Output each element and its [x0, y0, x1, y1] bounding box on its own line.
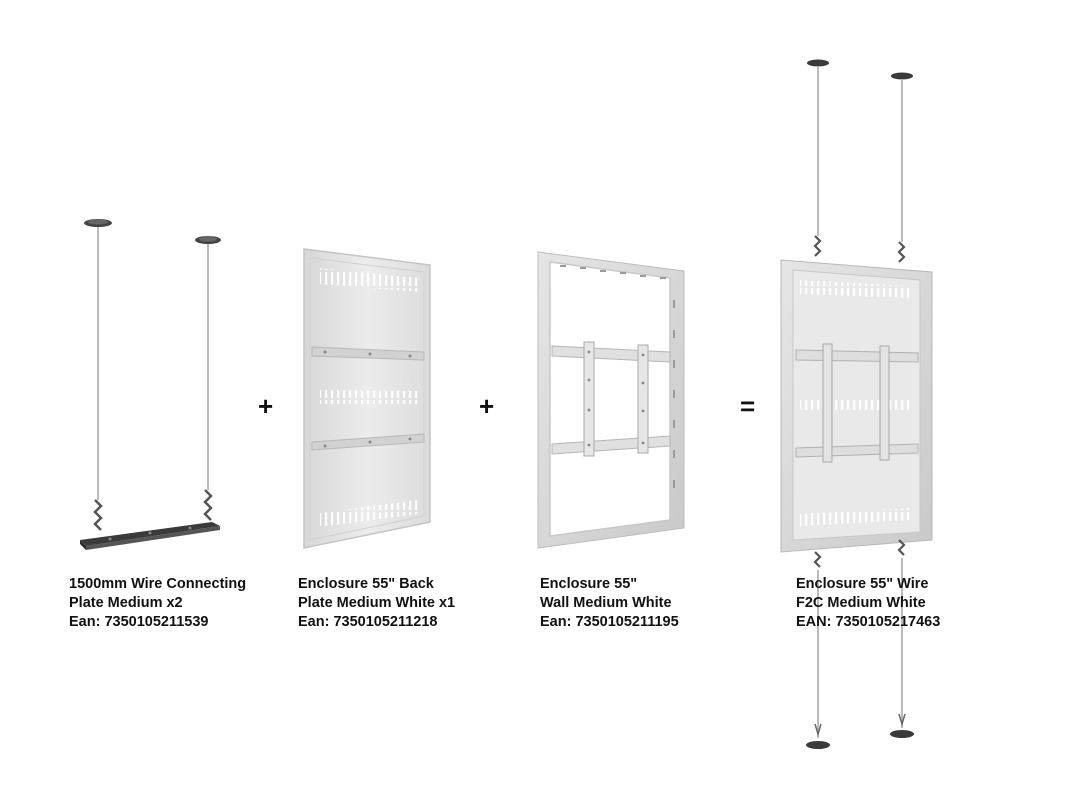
product-ean: Ean: 7350105211218 [298, 614, 438, 630]
wire-connecting-plate-icon [80, 219, 221, 550]
product-name-line1: Enclosure 55" Back [298, 576, 434, 592]
product-caption-f2c: Enclosure 55" Wire F2C Medium White EAN:… [796, 575, 940, 632]
product-name-line1: 1500mm Wire Connecting [69, 576, 247, 592]
plus-operator-2: + [479, 391, 495, 421]
product-ean: EAN: 7350105217463 [796, 614, 941, 630]
product-name-line1: Enclosure 55" Wire [796, 576, 929, 592]
product-ean: Ean: 7350105211539 [69, 614, 209, 630]
back-plate-icon [303, 248, 431, 549]
product-caption-wire-plate: 1500mm Wire Connecting Plate Medium x2 E… [69, 575, 246, 632]
equals-operator: = [740, 391, 756, 421]
wire-f2c-assembly-icon [780, 59, 933, 749]
plus-operator-1: + [258, 391, 274, 421]
product-ean: Ean: 7350105211195 [540, 614, 679, 630]
product-name-line2: Wall Medium White [540, 595, 672, 611]
product-caption-back-plate: Enclosure 55" Back Plate Medium White x1… [298, 575, 455, 632]
wall-frame-icon [537, 251, 685, 549]
product-name-line2: F2C Medium White [796, 595, 926, 611]
product-name-line2: Plate Medium x2 [69, 595, 183, 611]
product-name-line2: Plate Medium White x1 [298, 595, 456, 611]
product-name-line1: Enclosure 55" [540, 576, 638, 592]
product-caption-wall: Enclosure 55" Wall Medium White Ean: 735… [540, 575, 679, 632]
